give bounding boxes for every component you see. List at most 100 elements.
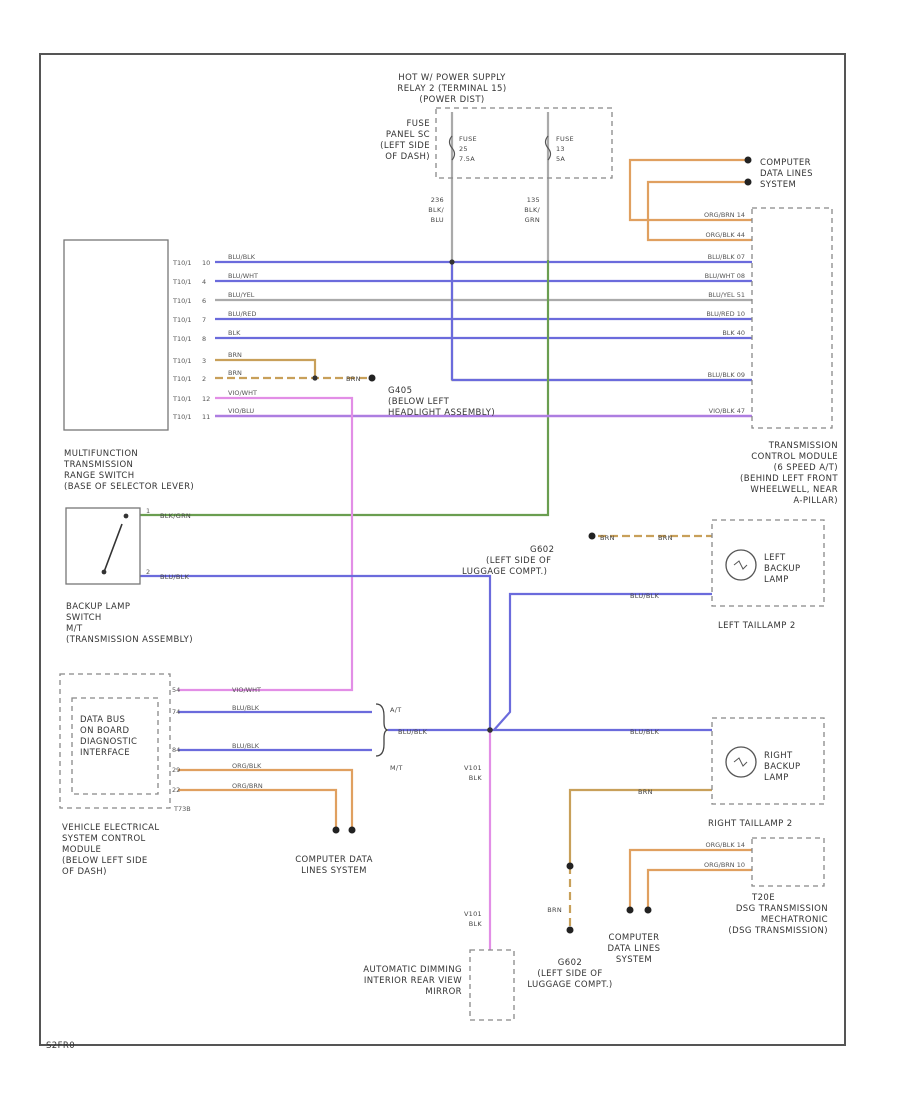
terminal-marker xyxy=(332,826,340,834)
tcm-pin-label: BLU/WHT 08 xyxy=(705,272,745,280)
ground-g602-end-marker xyxy=(566,926,574,934)
supply-line2: RELAY 2 (TERMINAL 15) xyxy=(397,84,506,94)
right-lamp-line3: LAMP xyxy=(764,773,789,783)
switch-contact xyxy=(123,513,129,519)
fuse-25-wire-color1: BLK/ xyxy=(428,206,444,214)
left-lamp-line1: LEFT xyxy=(764,553,786,563)
computer-bl-line2: LINES SYSTEM xyxy=(301,866,367,876)
terminal-markers xyxy=(332,156,752,934)
wire-dsg-org-blk xyxy=(628,848,752,910)
computer-top-line1: COMPUTER xyxy=(760,158,811,168)
g602-bottom-line2: (LEFT SIDE OF xyxy=(537,969,602,979)
fuse-panel-line4: OF DASH) xyxy=(385,152,430,162)
mfs-pin-conn: T10/1 xyxy=(172,259,192,267)
g602-bottom-wire: BRN xyxy=(547,906,562,914)
mfs-pins: T10/1 10 BLU/BLK T10/1 4 BLU/WHT T10/1 6… xyxy=(172,253,258,421)
dlc-pin-wire: BLU/BLK xyxy=(232,704,260,712)
g602-wire2: BRN xyxy=(658,534,673,542)
tcm-pin-label: ORG/BLK 44 xyxy=(705,231,745,239)
left-lamp-wire: BLU/BLK xyxy=(630,592,660,600)
switch-lower-wire: BLU/BLK xyxy=(160,573,190,581)
dlc-connector: T73B xyxy=(173,805,191,813)
g602-line2: (LEFT SIDE OF xyxy=(486,556,551,566)
dlc-pin-num: 29 xyxy=(172,766,180,774)
fuse-25: FUSE 25 7.5A xyxy=(448,135,477,163)
fuse-25-wire-color2: BLU xyxy=(431,216,444,224)
dlc-line2: ON BOARD xyxy=(80,726,129,736)
g405-line2: (BELOW LEFT xyxy=(388,397,450,407)
tcm-pin-label: VIO/BLK 47 xyxy=(709,407,745,415)
backup-switch-line3: M/T xyxy=(66,624,83,634)
terminal-marker xyxy=(744,178,752,186)
dlc-pin-num: 54 xyxy=(172,686,180,694)
right-lamp-line2: BACKUP xyxy=(764,762,801,772)
diagram-frame xyxy=(39,53,846,1046)
wire-dsg-org-brn xyxy=(646,868,752,910)
switch-pin: 2 xyxy=(146,568,150,576)
diagram-id: S2FR0 xyxy=(46,1041,75,1051)
dlc-pin-wire: VIO/WHT xyxy=(232,686,261,694)
fuse-13-line1: FUSE xyxy=(556,135,574,143)
mfs-pin-conn: T10/1 xyxy=(172,413,192,421)
g602-line1: G602 xyxy=(530,545,554,555)
wire-blk-grn xyxy=(140,260,550,517)
vescm-line5: OF DASH) xyxy=(62,867,107,877)
ground-g602-marker xyxy=(566,862,574,870)
dsg-line2: MECHATRONIC xyxy=(761,915,828,925)
computer-bl-line1: COMPUTER DATA xyxy=(295,855,373,865)
fuse-panel-line3: (LEFT SIDE xyxy=(380,141,430,151)
mfs-pin-conn: T10/1 xyxy=(172,278,192,286)
fuse-13-line2: 13 xyxy=(556,145,565,153)
vescm-line3: MODULE xyxy=(62,845,101,855)
tcm-pin-label: ORG/BRN 14 xyxy=(704,211,745,219)
mfs-pin-num: 2 xyxy=(202,375,206,383)
switch-symbol xyxy=(101,513,129,575)
mfs-pin-conn: T10/1 xyxy=(172,375,192,383)
left-lamp-bulb xyxy=(725,549,757,581)
supply-line1: HOT W/ POWER SUPPLY xyxy=(398,73,506,83)
terminal-marker xyxy=(348,826,356,834)
tcm-pin-label: BLU/BLK 07 xyxy=(708,253,745,261)
wire-dlc-org-brn xyxy=(178,788,338,830)
g602-bottom-line3: LUGGAGE COMPT.) xyxy=(527,980,612,990)
splice-dot xyxy=(449,259,455,265)
wire-brn-pin3 xyxy=(215,358,317,378)
supply-line3: (POWER DIST) xyxy=(419,95,484,105)
dlc-line1: DATA BUS xyxy=(80,715,125,725)
mfs-pin-wire: BLU/RED xyxy=(228,310,256,318)
mirror-wire-code: V101 xyxy=(464,910,482,918)
mfs-pin-num: 12 xyxy=(202,395,210,403)
mfs-pin-wire: BLU/WHT xyxy=(228,272,258,280)
fuse-25-line2: 25 xyxy=(459,145,468,153)
fuse-13-wire-code: 135 xyxy=(527,196,540,204)
selector-wire: BLU/BLK xyxy=(398,728,428,736)
wires xyxy=(140,112,752,950)
selector-at: A/T xyxy=(390,706,402,714)
wire-brn-right-lamp xyxy=(568,788,712,866)
terminal-marker xyxy=(744,156,752,164)
mfs-pin-num: 4 xyxy=(202,278,206,286)
ground-g405-marker xyxy=(368,374,376,382)
vescm-line4: (BELOW LEFT SIDE xyxy=(62,856,148,866)
mfs-pin-wire: VIO/WHT xyxy=(228,389,257,397)
g602-bottom-line1: G602 xyxy=(558,958,582,968)
left-lamp-line3: LAMP xyxy=(764,575,789,585)
mfs-pin-wire: BLU/BLK xyxy=(228,253,256,261)
wire-236-blk-blu xyxy=(450,112,752,382)
switch-arm xyxy=(103,523,123,573)
dsg-box xyxy=(751,837,825,887)
tcm-pin-label: BLU/RED 10 xyxy=(706,310,745,318)
mfs-pin-num: 3 xyxy=(202,357,206,365)
fuse-25-symbol xyxy=(448,135,456,161)
splice-dot xyxy=(312,375,318,381)
dlc-pins: 54 VIO/WHT 74 BLU/BLK 84 BLU/BLK 29 ORG/… xyxy=(172,686,263,794)
tcm-line6: A-PILLAR) xyxy=(793,496,838,506)
fuse-25-wire-code: 236 xyxy=(431,196,444,204)
fuse-13-wire-color2: GRN xyxy=(525,216,540,224)
mfs-line1: MULTIFUNCTION xyxy=(64,449,138,459)
mirror-box xyxy=(469,949,515,1021)
terminal-marker xyxy=(644,906,652,914)
computer-br-line1: COMPUTER xyxy=(609,933,660,943)
right-lamp-assembly: RIGHT TAILLAMP 2 xyxy=(708,819,793,829)
mfs-line4: (BASE OF SELECTOR LEVER) xyxy=(64,482,194,492)
